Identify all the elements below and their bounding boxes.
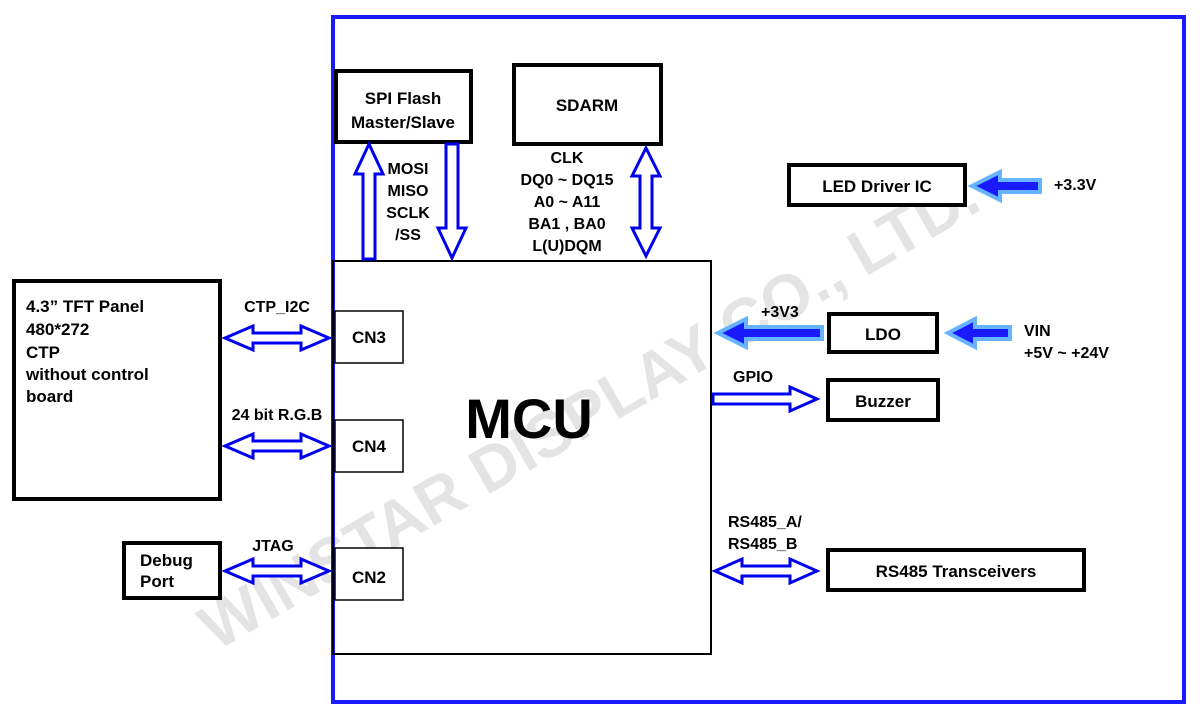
tft-panel-block	[12, 279, 222, 501]
spi-signal-sclk: SCLK	[386, 205, 430, 222]
spi-flash-block	[334, 69, 473, 144]
sdram-signal-clk: CLK	[551, 150, 584, 167]
vin-arrow	[943, 315, 1012, 351]
spi-up-arrow	[352, 140, 386, 261]
tft-panel-line3: CTP	[26, 343, 60, 362]
tft-panel-line5: board	[26, 387, 73, 406]
buzzer-block	[826, 378, 940, 422]
led-driver-block	[787, 163, 967, 207]
cn2-block	[334, 547, 404, 601]
jtag-arrow	[221, 556, 333, 586]
debug-port-line1: Debug	[140, 551, 193, 570]
sdarm-block	[512, 63, 663, 146]
debug-port-line2: Port	[140, 572, 174, 591]
spi-signal-miso: MISO	[388, 183, 429, 200]
ctp-i2c-arrow	[221, 323, 333, 353]
sdram-signal-ba: BA1 , BA0	[528, 216, 605, 233]
sdram-signal-addr: A0 ~ A11	[534, 194, 601, 211]
spi-signal-ss: /SS	[395, 227, 421, 244]
tft-panel-line2: 480*272	[26, 320, 89, 339]
vin-label: VIN	[1024, 323, 1051, 340]
spi-signal-mosi: MOSI	[388, 161, 429, 178]
cn2-label: CN2	[352, 568, 386, 587]
ldo-label: LDO	[865, 325, 901, 344]
sdram-signal-dqm: L(U)DQM	[532, 238, 601, 255]
gpio-label: GPIO	[733, 369, 773, 386]
gpio-arrow	[711, 384, 821, 414]
cn3-block	[334, 310, 404, 364]
ldo-block	[827, 312, 939, 354]
led-driver-label: LED Driver IC	[822, 177, 932, 196]
rs485-arrow	[711, 556, 821, 586]
mcu-block	[332, 260, 712, 655]
rs485-signal-b: RS485_B	[728, 536, 797, 553]
cn3-label: CN3	[352, 328, 386, 347]
rs485-signal-a: RS485_A/	[728, 514, 802, 531]
tft-panel-line4: without control	[25, 365, 149, 384]
rs485-label: RS485 Transceivers	[876, 562, 1037, 581]
rgb-bus-arrow	[221, 431, 333, 461]
led-supply-label: +3.3V	[1054, 177, 1097, 194]
cn4-label: CN4	[352, 437, 387, 456]
rgb-bus-label: 24 bit R.G.B	[232, 407, 323, 424]
jtag-label: JTAG	[252, 538, 293, 555]
sdram-signal-dq: DQ0 ~ DQ15	[521, 172, 614, 189]
ldo-out-label: +3V3	[761, 304, 799, 321]
ldo-out-arrow	[713, 315, 824, 351]
led-supply-arrow	[967, 168, 1042, 204]
sdram-bus-arrow	[629, 144, 663, 260]
spi-flash-label-line1: SPI Flash	[365, 89, 442, 108]
debug-port-block	[122, 541, 222, 600]
buzzer-label: Buzzer	[855, 392, 911, 411]
cn4-block	[334, 419, 404, 473]
ctp-i2c-label: CTP_I2C	[244, 299, 310, 316]
tft-panel-line1: 4.3” TFT Panel	[26, 297, 144, 316]
vin-range-label: +5V ~ +24V	[1024, 345, 1109, 362]
mcu-label: MCU	[465, 387, 593, 450]
rs485-block	[826, 548, 1086, 592]
sdarm-label: SDARM	[556, 96, 618, 115]
spi-flash-label-line2: Master/Slave	[351, 113, 455, 132]
spi-down-arrow	[435, 142, 469, 262]
